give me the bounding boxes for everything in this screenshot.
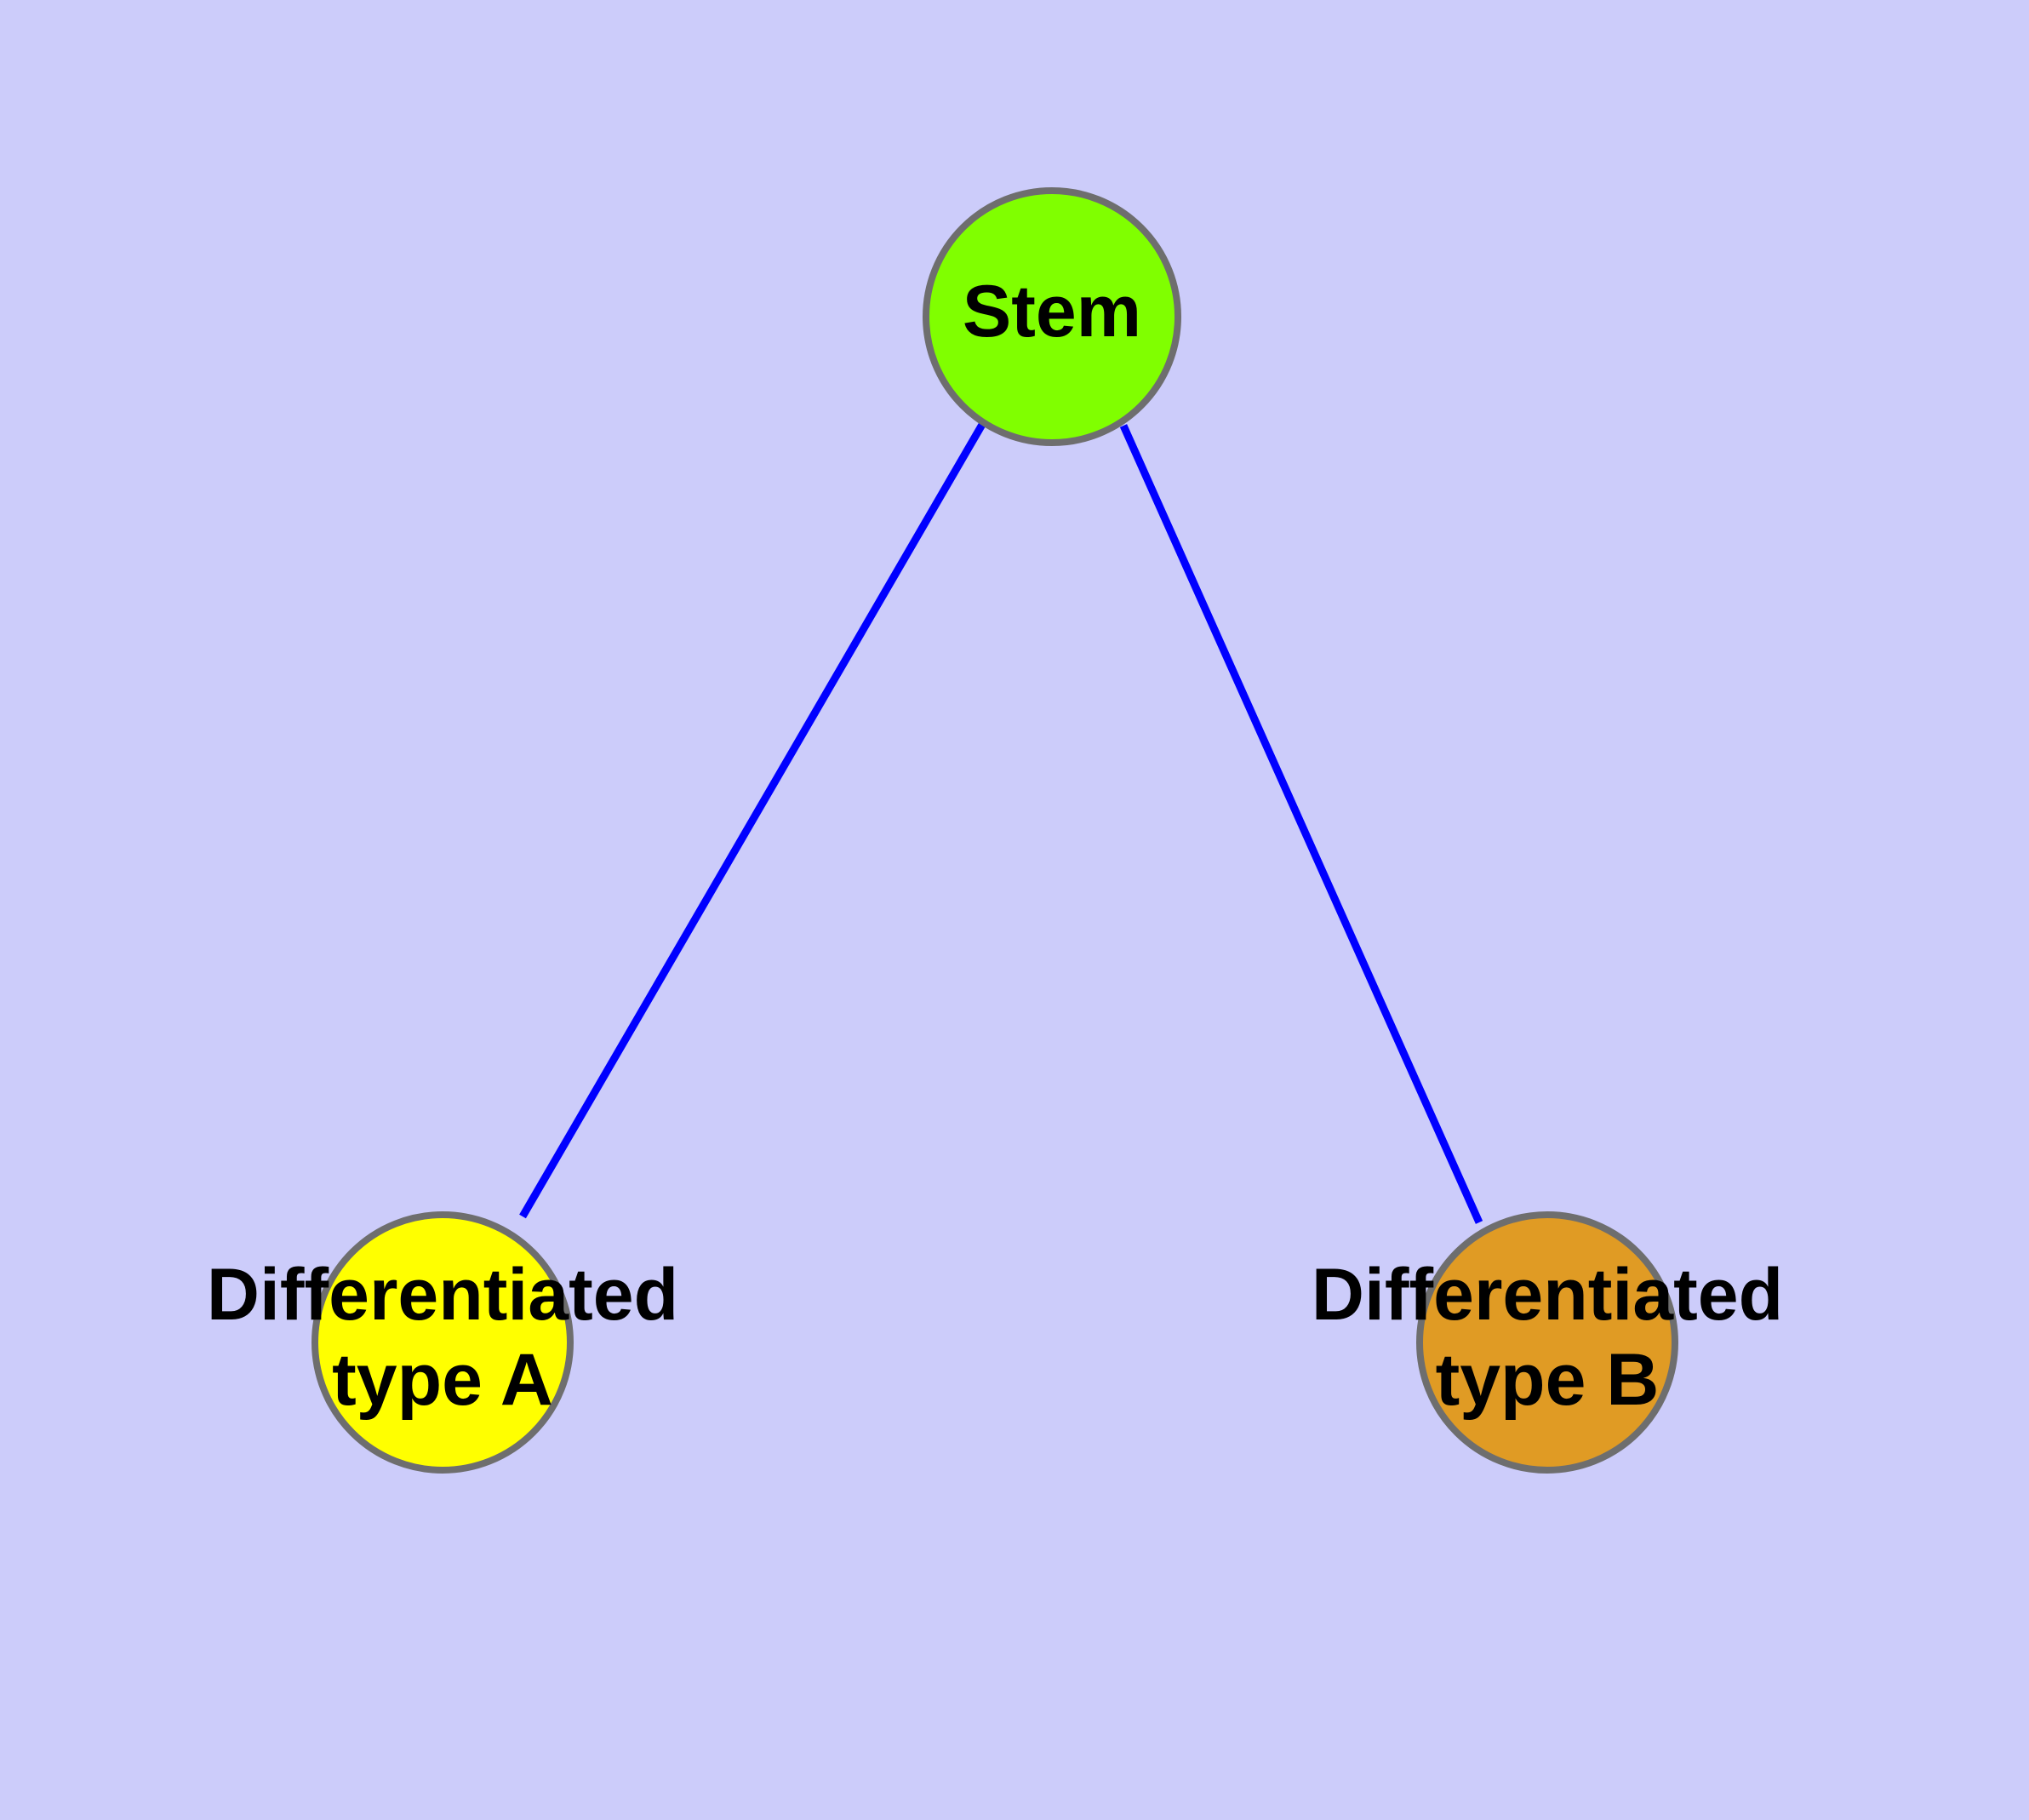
edge-stem-to-differentiated-type-b[interactable] — [1119, 424, 1483, 1224]
node-layer — [311, 187, 1678, 1474]
node-stem[interactable] — [923, 187, 1181, 446]
edge-stem-to-differentiated-type-a[interactable] — [519, 421, 986, 1219]
edge-layer — [519, 421, 1483, 1224]
node-label-stem: Stem — [963, 271, 1141, 352]
node-differentiated-type-b[interactable] — [1416, 1211, 1678, 1474]
node-differentiated-type-a[interactable] — [311, 1211, 574, 1474]
